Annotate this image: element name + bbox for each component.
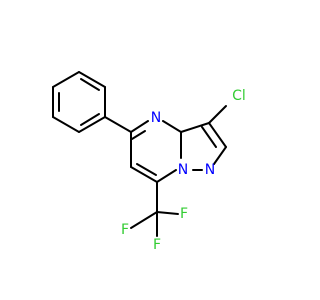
- pyrazole-ring: [180, 122, 227, 171]
- nitrogen-atom-label-1: N: [178, 162, 188, 178]
- nitrogen-atom-label-2: N: [205, 162, 215, 178]
- nitrogen-atom-label-4: N: [151, 110, 161, 126]
- pyrimidine-ring: [104, 116, 182, 183]
- fluorine-atom-label-1: F: [121, 222, 129, 238]
- chlorine-atom-label: Cl: [232, 88, 246, 104]
- fluorine-atom-label-3: F: [153, 237, 161, 253]
- phenyl-ring: [52, 71, 106, 133]
- atom-labels: Cl N N N F F F: [121, 88, 246, 253]
- background: [0, 0, 300, 300]
- substituent-bonds: [130, 105, 227, 237]
- molecule-structure: Cl N N N F F F: [0, 0, 300, 300]
- fluorine-atom-label-2: F: [180, 206, 188, 222]
